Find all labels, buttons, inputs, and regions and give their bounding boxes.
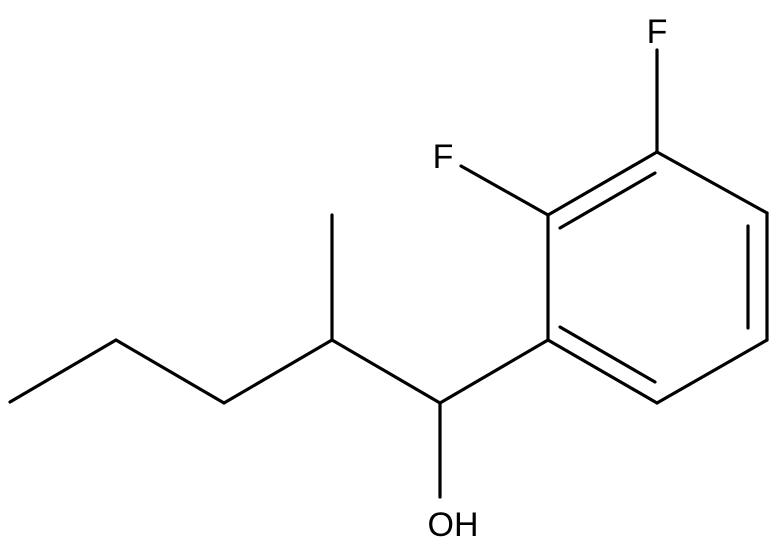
bond-c3-c4 (114, 338, 226, 405)
fluorine-label-top: F (647, 13, 668, 51)
ring-bond-c5-c6 (655, 338, 769, 405)
bond-carbinol-methine (330, 338, 442, 405)
hydroxyl-label: OH (428, 506, 479, 544)
ring-bond-c3-c4 (655, 150, 769, 215)
bond-methine-c3 (222, 338, 334, 405)
bond-c4-c5 (8, 338, 118, 404)
benzene-ring (546, 150, 769, 405)
ring-bond-c6-c1 (546, 338, 659, 405)
bond-ring-carbinol (438, 338, 550, 405)
fluorine-label-ortho: F (433, 138, 454, 176)
ring-bond-c2-c3-inner (558, 171, 657, 230)
ring-bond-c6-c1-inner (558, 325, 657, 384)
ring-bond-c2-c3 (546, 150, 659, 217)
bond-c2-fluorine (459, 164, 550, 217)
side-chain (8, 213, 550, 499)
